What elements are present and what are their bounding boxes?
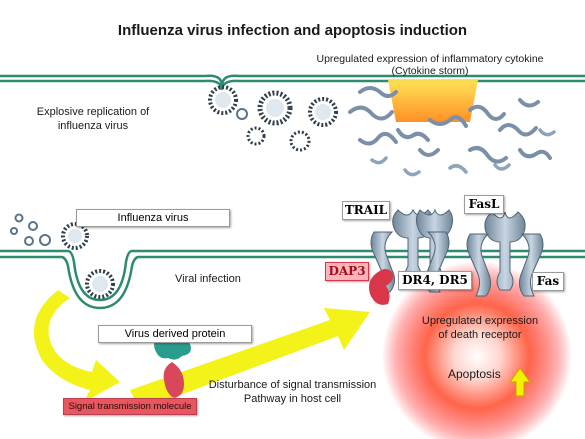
viral-infection-label: Viral infection [175,273,241,285]
death-receptor-label-line2: of death receptor [438,329,522,341]
cytokine-label-line2: (Cytokine storm) [391,65,469,77]
viral-infection-arrow [33,290,120,402]
lower-cell-membrane [0,249,585,310]
signal-disturbance-arrow [130,308,370,410]
cytokine-storm [348,80,556,177]
signal-transmission-molecule-label: Signal transmission molecule [63,398,197,415]
page-title: Influenza virus infection and apoptosis … [117,22,468,39]
replication-label: Explosive replication of influenza virus [28,105,158,133]
budding-virus-particles [208,85,338,152]
disturbance-label-line2: Pathway in host cell [243,393,342,405]
incoming-virus-particles [10,213,115,299]
fasl-label: FasL [464,195,504,214]
replication-label-line2: influenza virus [57,120,129,132]
death-receptor-label-line1: Upregulated expression [421,315,539,327]
cytokine-label-line1: Upregulated expression of inflammatory c… [316,53,544,65]
virus-derived-protein-label: Virus derived protein [98,325,252,343]
apoptosis-up-arrow-icon [509,367,531,397]
cytokine-label: Upregulated expression of inflammatory c… [300,53,560,77]
apoptosis-label: Apoptosis [448,367,501,381]
dap3-label: DAP3 [325,262,369,281]
dr4-dr5-label: DR4, DR5 [398,271,472,290]
upper-cell-membrane [0,74,585,91]
dap3-protein [369,269,394,305]
replication-label-line1: Explosive replication of [36,106,150,118]
death-receptor-label: Upregulated expression of death receptor [414,314,546,342]
trail-label: TRAIL [342,201,390,220]
fas-label: Fas [532,272,564,291]
disturbance-label-line1: Disturbance of signal transmission [208,379,377,391]
disturbance-label: Disturbance of signal transmission Pathw… [200,378,385,406]
influenza-virus-label: Influenza virus [76,209,230,227]
fas-death-receptor [466,211,544,297]
